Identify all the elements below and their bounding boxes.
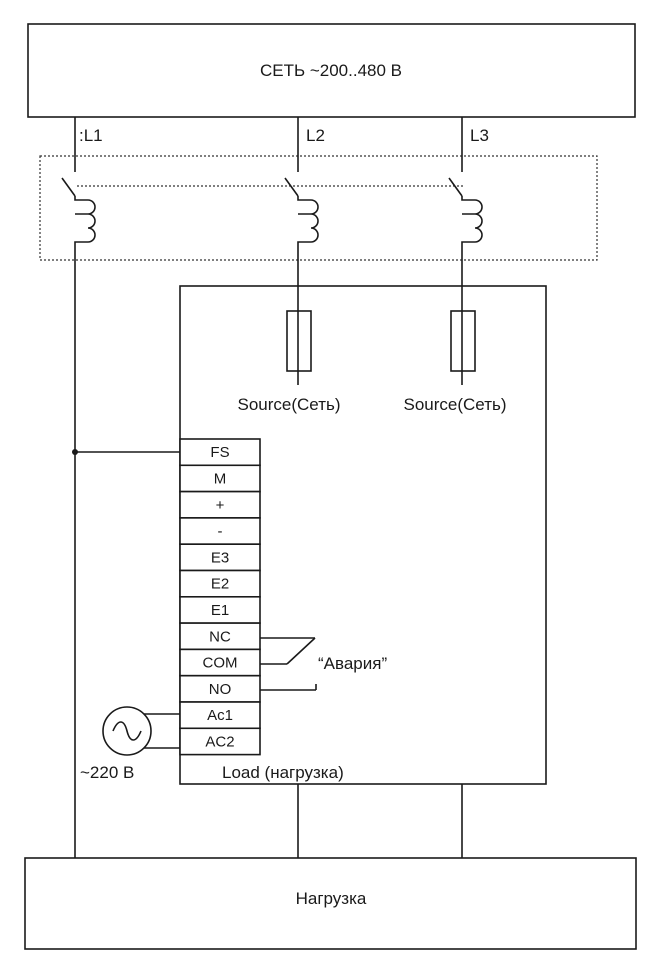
terminal-label: E3: [211, 549, 229, 566]
terminal-cell: [179, 543, 261, 572]
terminal-label: AC2: [205, 733, 234, 750]
terminal-label: M: [214, 470, 227, 487]
phase-label-l1: :L1: [79, 126, 103, 145]
load-box: [24, 857, 637, 950]
device-load-label: Load (нагрузка): [222, 763, 344, 782]
breaker-switch-l2: [284, 177, 299, 197]
source-label-2: Source(Сеть): [404, 395, 507, 414]
thermal-release-l3: [461, 196, 483, 385]
terminal-label: NO: [209, 681, 232, 698]
phase-l3-wire: [448, 117, 483, 385]
alarm-label: “Авария”: [318, 654, 387, 673]
terminal-label: +: [216, 497, 225, 514]
ac-source-label: ~220 В: [80, 763, 134, 782]
terminal-label: NC: [209, 628, 231, 645]
phase-label-l2: L2: [306, 126, 325, 145]
load-block: Нагрузка: [24, 857, 637, 950]
alarm-relay-contacts: [260, 637, 317, 691]
thermal-release-l2: [297, 196, 319, 385]
phase-label-l3: L3: [470, 126, 489, 145]
terminal-cell: [179, 727, 261, 756]
fuse-source-1: [286, 310, 312, 372]
junction-dot: [72, 449, 78, 455]
terminal-label: -: [218, 523, 223, 540]
terminal-label: COM: [203, 655, 238, 672]
terminal-cell: [179, 464, 261, 493]
thermal-release-l1: [74, 196, 96, 858]
network-box: [27, 23, 636, 118]
terminal-label: E2: [211, 576, 229, 593]
breaker-switch-l3: [448, 177, 463, 197]
circuit-breaker-enclosure: [39, 155, 598, 261]
terminal-cell: [179, 595, 261, 624]
load-title: Нагрузка: [296, 889, 367, 908]
network-title: СЕТЬ ~200..480 В: [260, 61, 402, 80]
terminal-label: FS: [210, 444, 229, 461]
terminal-label: Ac1: [207, 707, 233, 724]
source-label-1: Source(Сеть): [238, 395, 341, 414]
terminal-cell: [179, 517, 261, 546]
terminal-cell: [179, 674, 261, 703]
fuse-source-2: [450, 310, 476, 372]
phase-l2-wire: [284, 117, 319, 385]
phase-l1-wire: [61, 117, 96, 858]
terminal-cell: [179, 701, 261, 730]
terminal-label: E1: [211, 602, 229, 619]
sine-wave-icon: [112, 721, 142, 741]
terminal-cell: [179, 648, 261, 677]
terminal-cell: [179, 490, 261, 519]
network-block: СЕТЬ ~200..480 В: [27, 23, 636, 118]
breaker-switch-l1: [61, 177, 76, 197]
ac-source: [102, 706, 180, 756]
